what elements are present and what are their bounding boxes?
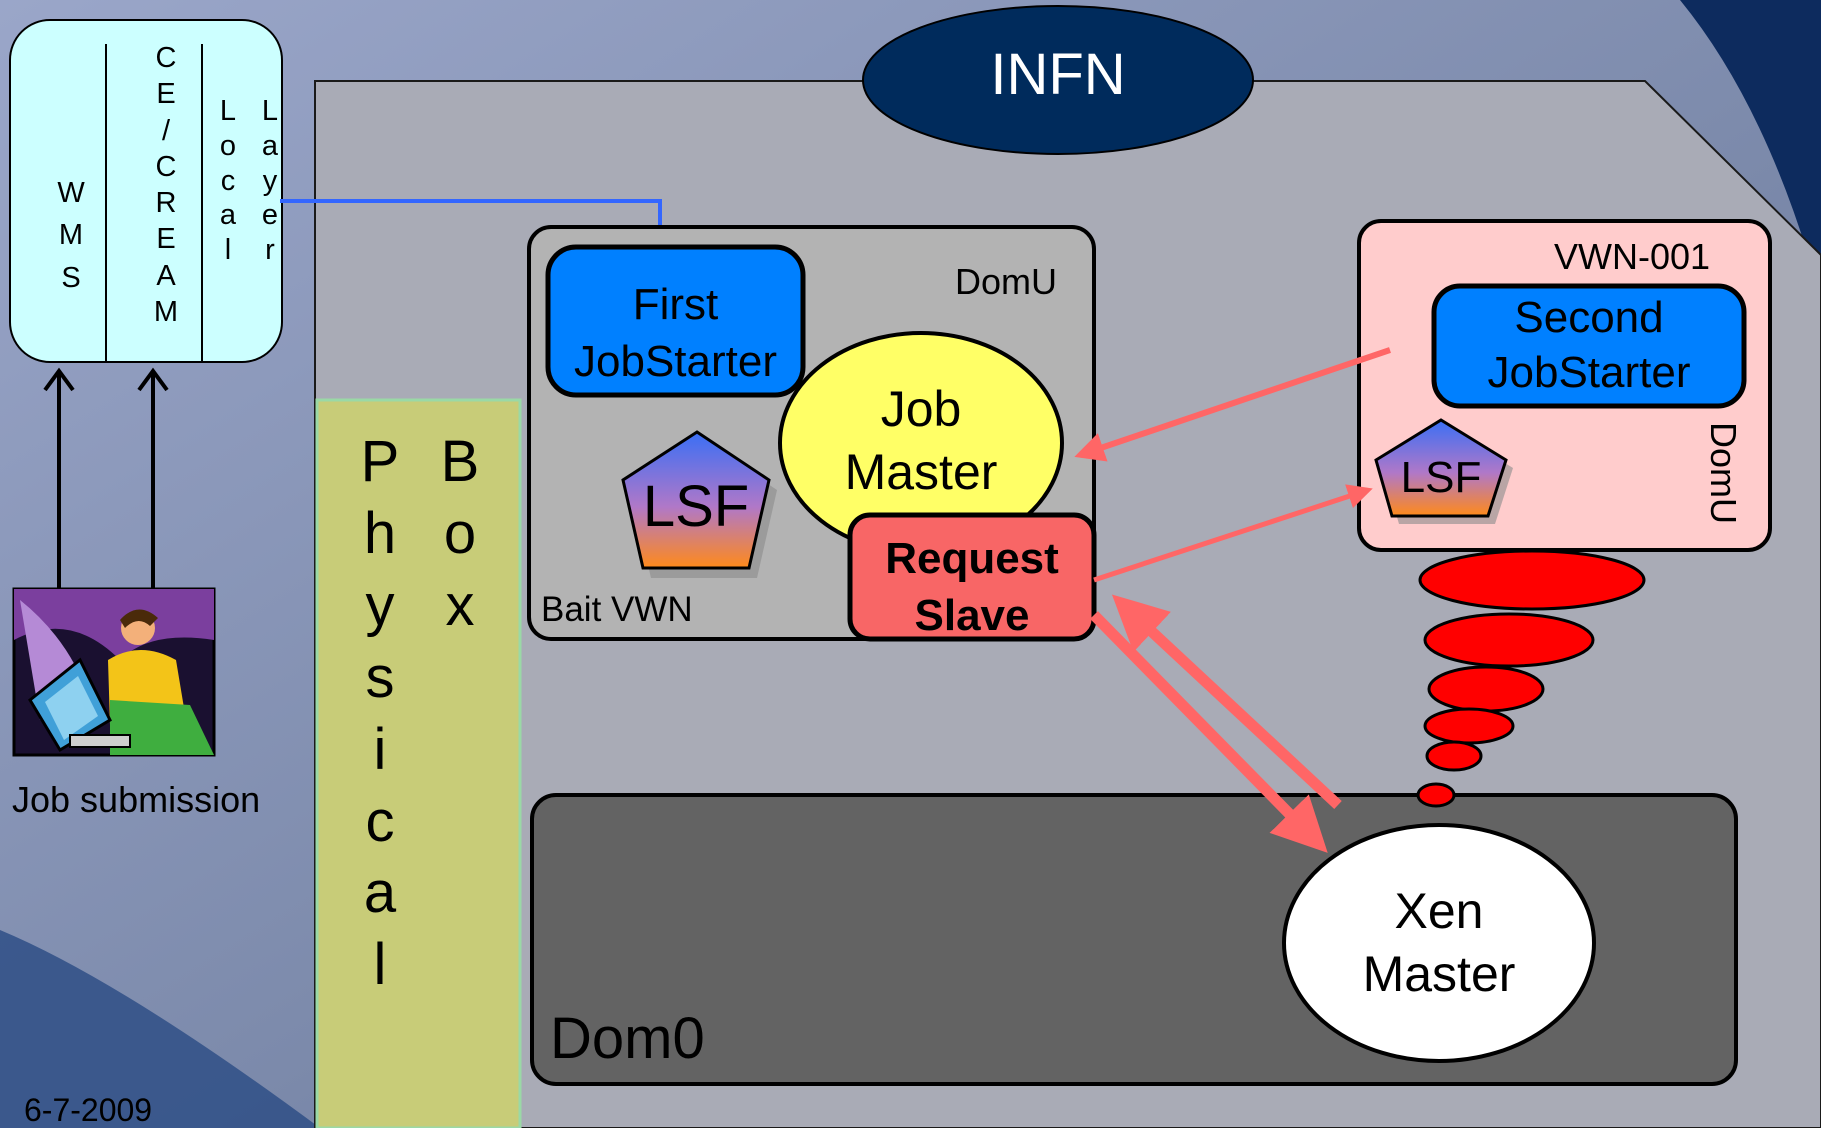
letter: y [262, 164, 278, 197]
requestslave-to-lsf-arrow [1093, 484, 1373, 583]
letter: i [373, 716, 387, 782]
request-slave-label: Request Slave [885, 534, 1059, 641]
submission-arrowhead [43, 367, 75, 392]
submission-arrowhead [137, 367, 169, 392]
date-label: 6-7-2009 [24, 1092, 153, 1128]
letter: P [360, 429, 400, 494]
second-jobstarter-box [1431, 283, 1747, 409]
letter: E [156, 78, 176, 111]
letter: C [155, 42, 177, 74]
person-at-computer-icon [12, 587, 216, 757]
letter: y [365, 572, 395, 638]
bait-domu-label: DomU [955, 261, 1058, 302]
letter: r [265, 234, 275, 267]
letter: o [443, 500, 477, 566]
lsf-icon [1374, 418, 1508, 518]
letter: L [261, 95, 279, 127]
letter: / [161, 114, 171, 147]
letter: S [61, 261, 81, 294]
bait-vwn-label: Bait VWN [541, 590, 693, 629]
letter: a [261, 129, 279, 162]
second-jobstarter-label: Second JobStarter [1487, 293, 1691, 397]
letter: M [58, 219, 84, 252]
corner-swoosh [1680, 0, 1821, 300]
letter: A [156, 259, 176, 292]
letter: E [156, 223, 176, 256]
physical-box [315, 398, 522, 1128]
lsf-icon [621, 430, 771, 570]
letter: M [153, 295, 179, 328]
jobstarter-to-jobmaster-arrow [1074, 347, 1391, 462]
vwn-lsf-label: LSF [1400, 453, 1482, 502]
letter: L [219, 95, 237, 127]
vwn-name-label: VWN-001 [1554, 236, 1711, 277]
job-master-label: Job Master [844, 381, 998, 500]
letter: l [373, 932, 387, 998]
letter: c [365, 788, 395, 854]
infn-ellipse [862, 5, 1254, 155]
dom0-label: Dom0 [550, 1006, 705, 1071]
letter: a [363, 860, 397, 926]
xen-master-ellipse [1282, 823, 1596, 1063]
letter: x [445, 572, 475, 638]
vwn-domu-label: DomU [1703, 422, 1744, 525]
letter: o [219, 129, 237, 162]
requestslave-to-xen-arrow [1090, 611, 1328, 853]
letter: e [261, 199, 279, 232]
first-jobstarter-box [545, 244, 806, 398]
tornado-icon [1416, 549, 1646, 808]
infn-label: INFN [990, 42, 1126, 107]
letter: c [220, 164, 236, 197]
lsf-label: LSF [642, 474, 750, 539]
job-submission-label: Job submission [12, 779, 261, 820]
xen-master-label: Xen Master [1362, 883, 1516, 1002]
letter: W [57, 177, 85, 209]
request-slave-box [847, 512, 1097, 642]
letter: l [224, 234, 232, 267]
letter: B [440, 429, 480, 494]
letter: s [365, 644, 395, 710]
letter: h [363, 500, 397, 566]
xen-to-requestslave-arrow [1111, 594, 1342, 810]
letter: R [155, 187, 177, 219]
letter: C [155, 150, 177, 183]
first-jobstarter-label: First JobStarter [574, 280, 777, 387]
letter: a [219, 199, 237, 232]
service-stack-box [9, 19, 283, 363]
bottom-swoosh [0, 930, 320, 1128]
